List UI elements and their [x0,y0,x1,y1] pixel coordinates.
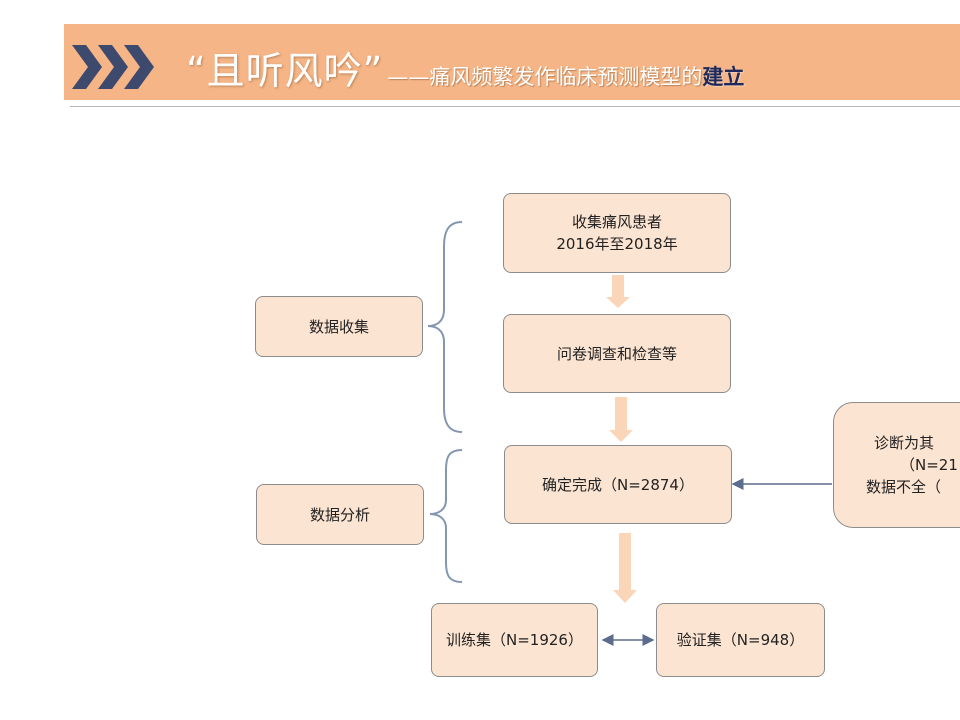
exclusion-line3: 数据不全（ [866,478,942,496]
data-collection-label-box: 数据收集 [255,296,423,357]
down-arrow-2 [609,397,633,442]
confirmed-step: 确定完成（N=2874） [504,445,732,524]
confirmed-step-label: 确定完成（N=2874） [542,475,694,494]
page-title: “且听风吟” ——痛风频繁发作临床预测模型的 建立 [186,40,745,93]
survey-step: 问卷调查和检查等 [503,314,731,393]
survey-step-label: 问卷调查和检查等 [556,344,677,363]
data-analysis-label: 数据分析 [309,505,370,524]
exclusion-box: 诊断为其 （N=21 数据不全（ [833,402,960,528]
collect-patients-line2: 2016年至2018年 [556,235,678,253]
data-analysis-label-box: 数据分析 [256,484,424,545]
chevron-decoration-icon [72,45,154,89]
title-emphasis: 建立 [702,65,745,89]
header-banner [64,24,960,100]
down-arrow-3 [613,533,637,603]
collect-patients-line1: 收集痛风患者 [571,213,662,231]
exclusion-line2: （N=21 [900,456,958,474]
title-subtitle: ——痛风频繁发作临床预测模型的 [387,65,703,89]
header-divider [70,106,960,107]
exclusion-line1: 诊断为其 [874,434,935,452]
collection-brace [427,221,463,433]
data-collection-label: 数据收集 [308,317,369,336]
analysis-brace [429,449,463,583]
validation-set-box: 验证集（N=948） [656,603,825,677]
validation-set-label: 验证集（N=948） [676,631,805,649]
title-main: “且听风吟” [186,49,384,93]
collect-patients-step: 收集痛风患者 2016年至2018年 [503,193,731,273]
training-set-label: 训练集（N=1926） [446,631,583,649]
down-arrow-1 [606,275,630,308]
training-set-box: 训练集（N=1926） [431,603,598,677]
